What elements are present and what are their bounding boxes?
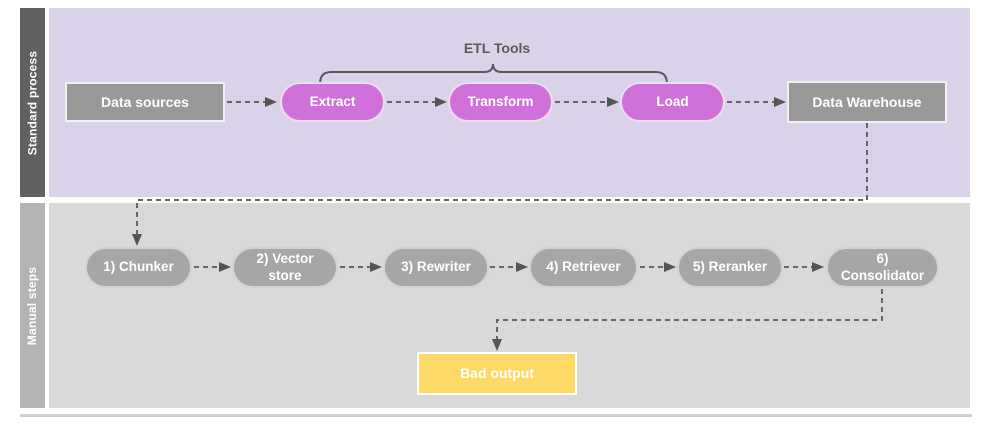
node-bad-output-label: Bad output xyxy=(460,365,534,382)
node-load-label: Load xyxy=(656,93,689,109)
arrowhead-down-icon xyxy=(132,234,142,246)
arrowhead-right-icon xyxy=(812,262,824,272)
node-reranker-label: 5) Reranker xyxy=(692,259,768,275)
node-bad-output: Bad output xyxy=(417,352,577,395)
node-reranker: 5) Reranker xyxy=(677,247,783,288)
node-rewriter-label: 3) Rewriter xyxy=(401,259,471,275)
arrowhead-right-icon xyxy=(664,262,676,272)
arrowhead-right-icon xyxy=(219,262,231,272)
node-consolidator: 6) Consolidator xyxy=(826,247,939,288)
node-extract-label: Extract xyxy=(309,93,356,109)
etl-tools-brace xyxy=(319,63,668,85)
lane-label-standard-process: Standard process xyxy=(20,8,45,197)
node-extract: Extract xyxy=(280,82,385,122)
node-chunker-label: 1) Chunker xyxy=(103,259,174,275)
node-load: Load xyxy=(620,82,725,122)
arrowhead-right-icon xyxy=(607,97,619,107)
node-data-warehouse-label: Data Warehouse xyxy=(812,93,922,110)
node-data-sources: Data sources xyxy=(65,82,225,122)
lane-label-manual-steps: Manual steps xyxy=(20,203,45,408)
node-transform-label: Transform xyxy=(467,93,534,109)
node-vector-store-label: 2) Vector store xyxy=(256,251,314,283)
arrowhead-right-icon xyxy=(774,97,786,107)
arrowhead-down-icon xyxy=(492,339,502,351)
node-retriever: 4) Retriever xyxy=(529,247,638,288)
node-chunker: 1) Chunker xyxy=(85,247,192,288)
etl-tools-label: ETL Tools xyxy=(463,40,531,56)
arrowhead-right-icon xyxy=(370,262,382,272)
node-transform: Transform xyxy=(448,82,553,122)
node-consolidator-label: 6) Consolidator xyxy=(840,251,925,283)
arrowhead-right-icon xyxy=(435,97,447,107)
connector-data-warehouse-chunker xyxy=(136,123,868,234)
arrowhead-right-icon xyxy=(265,97,277,107)
connector-consolidator-bad-output xyxy=(496,289,883,339)
node-data-warehouse: Data Warehouse xyxy=(787,81,947,123)
node-rewriter: 3) Rewriter xyxy=(383,247,489,288)
node-retriever-label: 4) Retriever xyxy=(546,259,621,275)
bottom-divider-line xyxy=(20,414,972,417)
node-vector-store: 2) Vector store xyxy=(232,247,338,288)
node-data-sources-label: Data sources xyxy=(101,93,189,110)
arrowhead-right-icon xyxy=(516,262,528,272)
